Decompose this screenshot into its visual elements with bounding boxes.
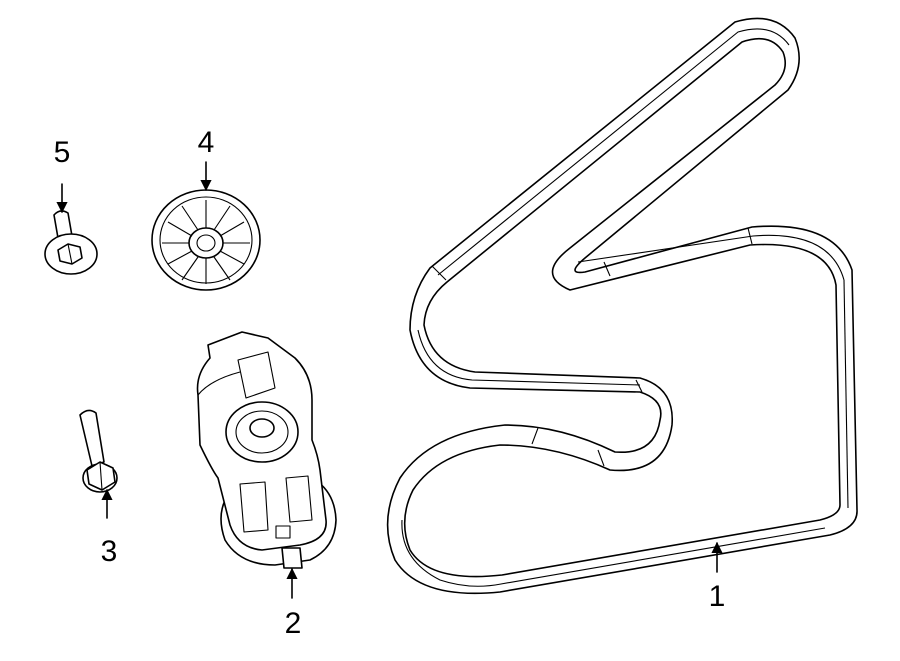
callout-2: 2	[285, 607, 302, 640]
tensioner-bolt-icon	[79, 409, 118, 493]
belt-tensioner-icon	[196, 331, 337, 569]
serpentine-belt-icon	[386, 17, 858, 595]
pulley-bolt-icon	[44, 210, 98, 275]
callout-1: 1	[709, 580, 726, 613]
callout-3: 3	[101, 535, 118, 568]
leader-arrows	[56, 161, 723, 599]
callout-5: 5	[54, 136, 71, 169]
idler-pulley-icon	[151, 189, 261, 291]
callout-4: 4	[198, 126, 215, 159]
